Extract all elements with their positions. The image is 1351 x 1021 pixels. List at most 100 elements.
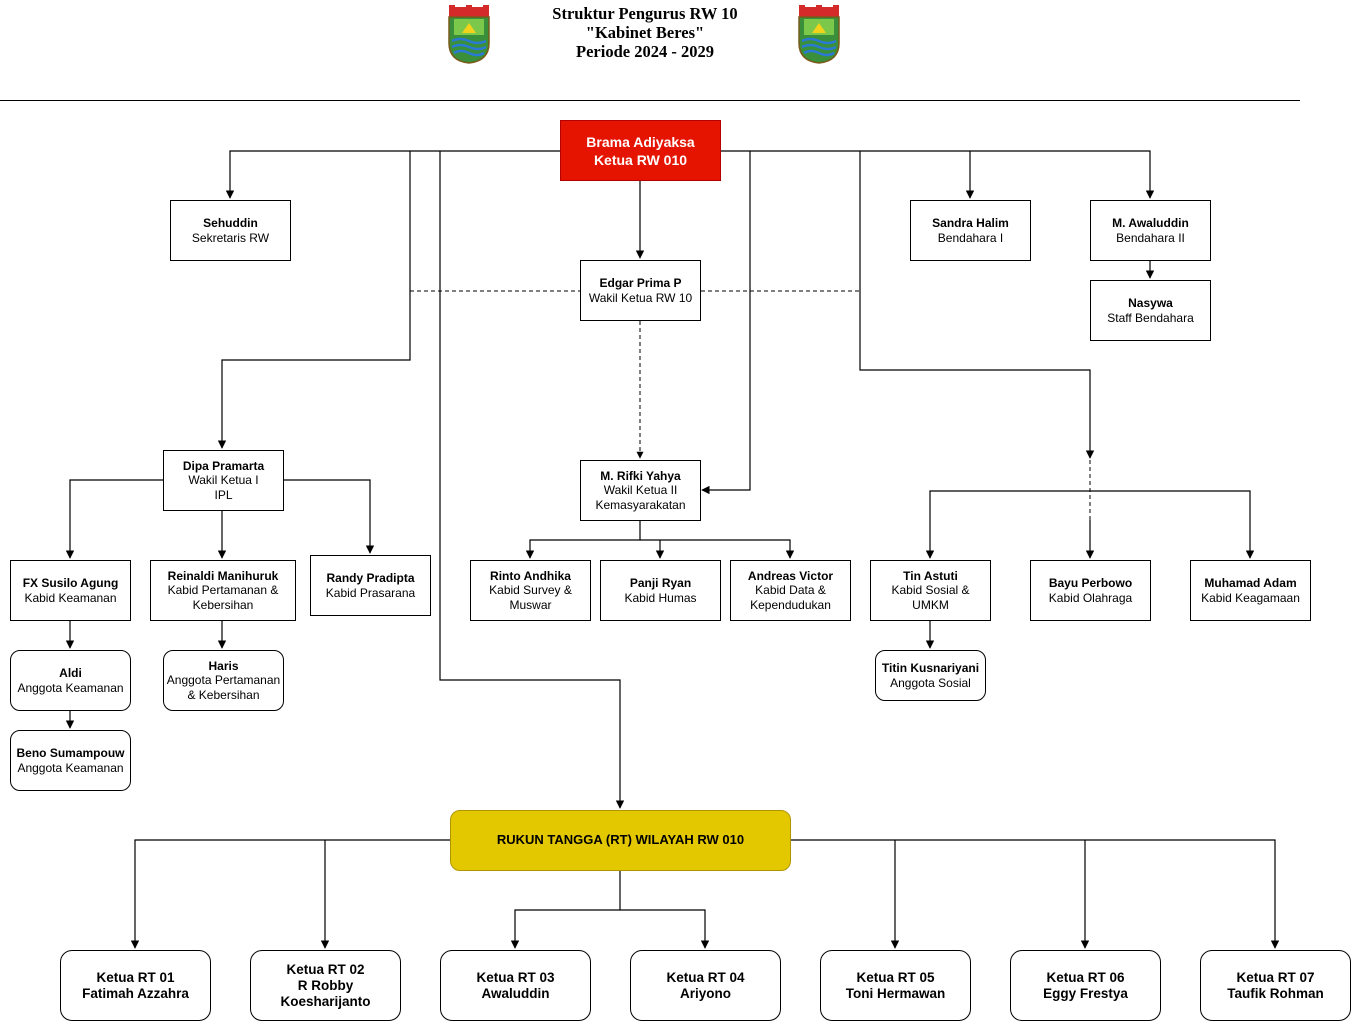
node-role: Anggota Keamanan	[17, 760, 124, 775]
node-name: Sehuddin	[203, 216, 258, 230]
rt-title: Ketua RT 03	[476, 969, 555, 985]
node-kabid-prasarana[interactable]: Randy Pradipta Kabid Prasarana	[310, 555, 431, 616]
connector-rifki-data	[640, 539, 795, 559]
node-anggota-keamanan-aldi[interactable]: Aldi Anggota Keamanan	[10, 650, 131, 711]
connector-top-bus-right	[720, 150, 1155, 199]
node-name: Beno Sumampouw	[16, 746, 125, 760]
node-ketua-rt[interactable]: Ketua RT 04 Ariyono	[630, 950, 781, 1021]
node-role: Anggota Keamanan	[17, 680, 124, 695]
node-wakil-ketua-2[interactable]: M. Rifki Yahya Wakil Ketua II Kemasyarak…	[580, 460, 701, 521]
node-kabid-keamanan[interactable]: FX Susilo Agung Kabid Keamanan	[10, 560, 131, 621]
node-name: Reinaldi Manihuruk	[167, 568, 279, 583]
node-wakil-ketua-1[interactable]: Dipa Pramarta Wakil Ketua I IPL	[163, 450, 284, 511]
node-kabid-sosial[interactable]: Tin Astuti Kabid Sosial & UMKM	[870, 560, 991, 621]
rt-name: Awaluddin	[481, 985, 550, 1001]
node-anggota-pertamanan[interactable]: Haris Anggota Pertamanan & Kebersihan	[163, 650, 284, 711]
node-name: M. Awaluddin	[1112, 216, 1189, 230]
node-role: Kabid Prasarana	[325, 585, 416, 600]
node-role: Bendahara II	[1116, 230, 1185, 245]
node-rt-header[interactable]: RUKUN TANGGA (RT) WILAYAH RW 010	[450, 810, 791, 871]
connector-rifki-bus	[525, 520, 641, 559]
rt-title: Ketua RT 01	[96, 969, 175, 985]
node-kabid-humas[interactable]: Panji Ryan Kabid Humas	[600, 560, 721, 621]
node-role: Kabid Data &	[755, 583, 826, 598]
node-name: Andreas Victor	[747, 568, 834, 583]
node-role: Kebersihan	[192, 597, 254, 612]
node-kabid-data[interactable]: Andreas Victor Kabid Data & Kependudukan	[730, 560, 851, 621]
node-ketua-rt[interactable]: Ketua RT 06 Eggy Frestya	[1010, 950, 1161, 1021]
node-role: Sekretaris RW	[191, 230, 270, 245]
node-ketua-rw[interactable]: Brama Adiyaksa Ketua RW 010	[560, 120, 721, 181]
node-name: Randy Pradipta	[326, 571, 415, 585]
node-role: Anggota Pertamanan	[166, 673, 281, 688]
node-role: Kabid Humas	[624, 590, 697, 605]
node-role: Kabid Survey &	[489, 583, 572, 598]
node-kabid-keagamaan[interactable]: Muhamad Adam Kabid Keagamaan	[1190, 560, 1311, 621]
rt-title: Ketua RT 07	[1236, 969, 1315, 985]
node-role: Kabid Sosial &	[891, 583, 970, 598]
node-role: Wakil Ketua RW 10	[588, 290, 693, 305]
node-name: Rinto Andhika	[490, 568, 571, 583]
regional-emblem-icon	[798, 5, 840, 64]
node-kabid-survey[interactable]: Rinto Andhika Kabid Survey & Muswar	[470, 560, 591, 621]
node-role: Ketua RW 010	[593, 151, 688, 168]
node-wakil-ketua[interactable]: Edgar Prima P Wakil Ketua RW 10	[580, 260, 701, 321]
connector-dipa-prasarana	[283, 479, 375, 554]
connector-dipa-keamanan	[65, 479, 163, 559]
node-name: Edgar Prima P	[599, 276, 682, 290]
node-kabid-pertamanan[interactable]: Reinaldi Manihuruk Kabid Pertamanan & Ke…	[150, 560, 296, 621]
node-name: Haris	[208, 658, 239, 673]
node-anggota-sosial[interactable]: Titin Kusnariyani Anggota Sosial	[875, 650, 986, 701]
page-title: Struktur Pengurus RW 10 "Kabinet Beres" …	[500, 4, 790, 61]
connector-to-wakil2	[701, 151, 751, 495]
connector-top-bus-left	[225, 150, 560, 199]
node-role: Kabid Olahraga	[1048, 590, 1133, 605]
node-ketua-rt[interactable]: Ketua RT 05 Toni Hermawan	[820, 950, 971, 1021]
node-name: Dipa Pramarta	[182, 458, 265, 473]
rt-name: Eggy Frestya	[1043, 985, 1128, 1001]
node-name: Nasywa	[1128, 296, 1173, 310]
title-line: "Kabinet Beres"	[585, 23, 705, 42]
node-name: Bayu Perbowo	[1048, 576, 1133, 590]
connector-rt-mid	[510, 871, 621, 949]
node-name: RUKUN TANGGA (RT) WILAYAH RW 010	[496, 832, 745, 848]
node-bendahara-2[interactable]: M. Awaluddin Bendahara II	[1090, 200, 1211, 261]
node-anggota-keamanan-beno[interactable]: Beno Sumampouw Anggota Keamanan	[10, 730, 131, 791]
connector-to-right-group	[859, 151, 1095, 459]
node-name: Sandra Halim	[932, 216, 1009, 230]
rt-name: Fatimah Azzahra	[82, 985, 189, 1001]
node-ketua-rt[interactable]: Ketua RT 03 Awaluddin	[440, 950, 591, 1021]
title-line: Periode 2024 - 2029	[576, 42, 714, 61]
rt-title: Ketua RT 05	[856, 969, 935, 985]
title-line: Struktur Pengurus RW 10	[552, 4, 738, 23]
rt-name: Toni Hermawan	[845, 985, 946, 1001]
rt-name: Taufik Rohman	[1227, 985, 1324, 1001]
node-role: Kabid Pertamanan &	[167, 583, 279, 598]
node-name: Muhamad Adam	[1204, 576, 1297, 590]
node-bendahara-1[interactable]: Sandra Halim Bendahara I	[910, 200, 1031, 261]
node-role: Wakil Ketua I	[188, 473, 259, 488]
node-role: IPL	[214, 487, 233, 502]
node-sekretaris[interactable]: Sehuddin Sekretaris RW	[170, 200, 291, 261]
node-name: M. Rifki Yahya	[600, 468, 681, 483]
node-name: Tin Astuti	[903, 568, 958, 583]
node-ketua-rt[interactable]: Ketua RT 07 Taufik Rohman	[1200, 950, 1351, 1021]
node-ketua-rt[interactable]: Ketua RT 01 Fatimah Azzahra	[60, 950, 211, 1021]
node-kabid-olahraga[interactable]: Bayu Perbowo Kabid Olahraga	[1030, 560, 1151, 621]
node-name: Brama Adiyaksa	[586, 133, 695, 150]
node-role: Wakil Ketua II	[603, 483, 678, 498]
connector-to-rt	[439, 151, 625, 809]
node-role: Bendahara I	[937, 230, 1004, 245]
rt-title: Ketua RT 06	[1046, 969, 1125, 985]
node-name: Aldi	[59, 666, 82, 680]
connector-rt-right	[790, 839, 1280, 949]
node-role: Muswar	[509, 597, 552, 612]
rt-title: Ketua RT 02	[286, 961, 365, 977]
node-role: Kabid Keamanan	[24, 590, 117, 605]
node-ketua-rt[interactable]: Ketua RT 02 R Robby Koesharijanto	[250, 950, 401, 1021]
rt-name: R Robby Koesharijanto	[280, 977, 371, 1009]
node-role: & Kebersihan	[187, 687, 260, 702]
node-staff-bendahara[interactable]: Nasywa Staff Bendahara	[1090, 280, 1211, 341]
node-role: UMKM	[912, 597, 949, 612]
